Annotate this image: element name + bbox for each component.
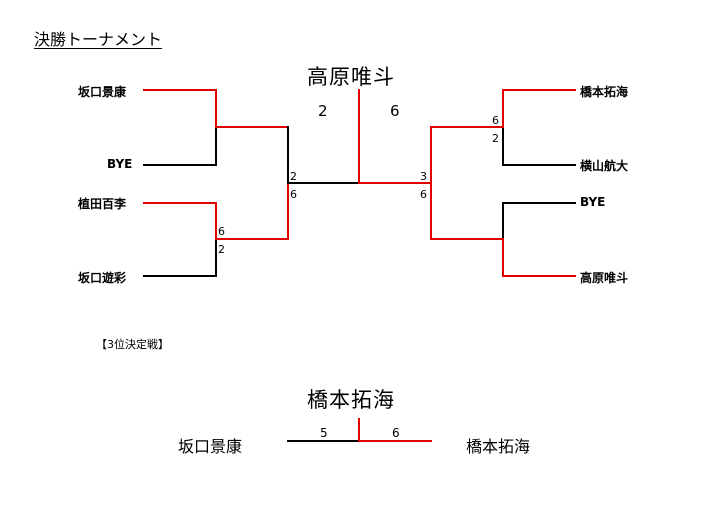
left-player-2: BYE [107,157,133,171]
left-player-1: 坂口景康 [78,85,127,99]
right-upper-score-top: 6 [492,114,499,127]
third-place-left-player: 坂口景康 [178,437,243,456]
final-score-left: 2 [318,102,328,120]
page-title: 決勝トーナメント [34,30,163,49]
third-place-right-score: 6 [392,426,400,440]
champion-name: 高原唯斗 [307,65,395,89]
right-player-1: 橋本拓海 [580,85,629,99]
right-semifinal-score-top: 3 [420,170,427,183]
right-player-4: 高原唯斗 [580,271,629,285]
right-player-2: 横山航大 [580,159,629,173]
left-player-4: 坂口遊彩 [78,271,127,285]
left-player-3: 植田百李 [78,197,127,211]
final-score-right: 6 [390,102,400,120]
third-place-heading: 【3位決定戦】 [96,338,169,351]
third-place-winner: 橋本拓海 [307,388,395,412]
right-player-3: BYE [580,195,606,209]
third-place-right-player: 橋本拓海 [466,437,531,456]
right-upper-score-bottom: 2 [492,132,499,145]
left-lower-score-bottom: 2 [218,243,225,256]
third-place-left-score: 5 [320,426,328,440]
left-lower-score-top: 6 [218,225,225,238]
right-semifinal-score-bottom: 6 [420,188,427,201]
left-semifinal-score-top: 2 [290,170,297,183]
left-semifinal-score-bottom: 6 [290,188,297,201]
